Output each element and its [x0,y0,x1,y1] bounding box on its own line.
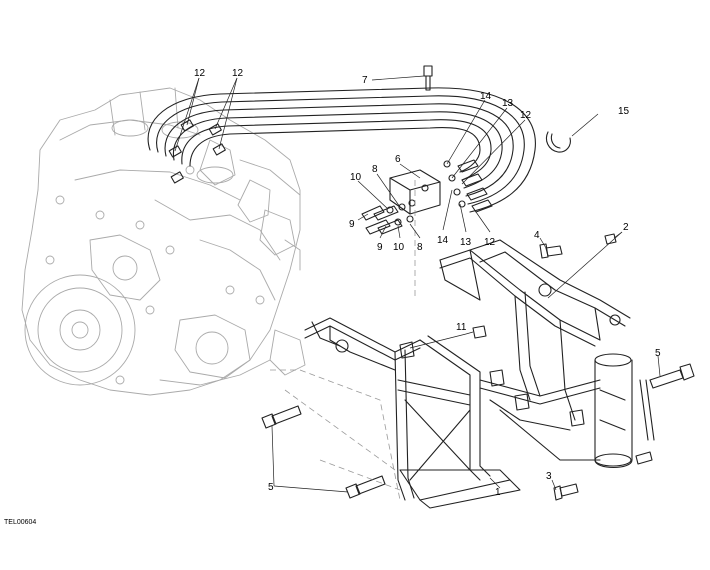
callout-1: 1 [495,487,501,498]
callout-2: 2 [623,222,629,233]
callout-14-a: 14 [480,91,492,102]
callout-8-b: 8 [417,242,423,253]
frame-cylinder [594,353,633,469]
leader-lines [174,75,661,493]
bolt-7 [423,65,433,91]
hose-lines [147,87,536,213]
callout-9-a: 9 [349,219,355,230]
callout-12-b: 12 [232,68,244,79]
callout-9-b: 9 [377,242,383,253]
callout-3: 3 [546,471,552,482]
callout-10-b: 10 [393,242,405,253]
banjo-fittings-right [443,159,493,213]
callout-7: 7 [362,75,368,86]
assembly-guides [270,180,416,501]
callout-5-left: 5 [268,482,274,493]
nut-11 [472,325,487,339]
callout-12-d: 12 [484,237,496,248]
callout-12-a: 12 [194,68,206,79]
frame-main [304,239,631,509]
bolt-5-upper-right [649,363,695,389]
left-hose-fittings [168,119,226,184]
callout-6: 6 [395,154,401,165]
callout-11: 11 [456,322,467,333]
banjo-fittings-left [361,199,416,235]
bolt-3 [553,483,579,501]
nut-2 [604,233,617,245]
bolt-front-frame [635,451,653,465]
drawing-reference: TEL00604 [4,519,36,526]
callout-4: 4 [534,230,540,241]
callout-10-a: 10 [350,172,362,183]
bolt-5-lower-left-b [345,475,386,499]
bolt-5-lower-left-a [261,405,302,429]
callout-13-a: 13 [502,98,514,109]
callout-13-b: 13 [460,237,472,248]
clip-15 [545,131,571,153]
callout-5-right: 5 [655,348,661,359]
distribution-block [389,169,441,215]
callout-8-a: 8 [372,164,378,175]
callout-15: 15 [618,106,630,117]
rod-5-right [639,379,655,441]
bolt-4 [539,243,563,259]
engine-block [21,87,306,396]
callout-12-c: 12 [520,110,532,121]
callout-14-b: 14 [437,235,449,246]
